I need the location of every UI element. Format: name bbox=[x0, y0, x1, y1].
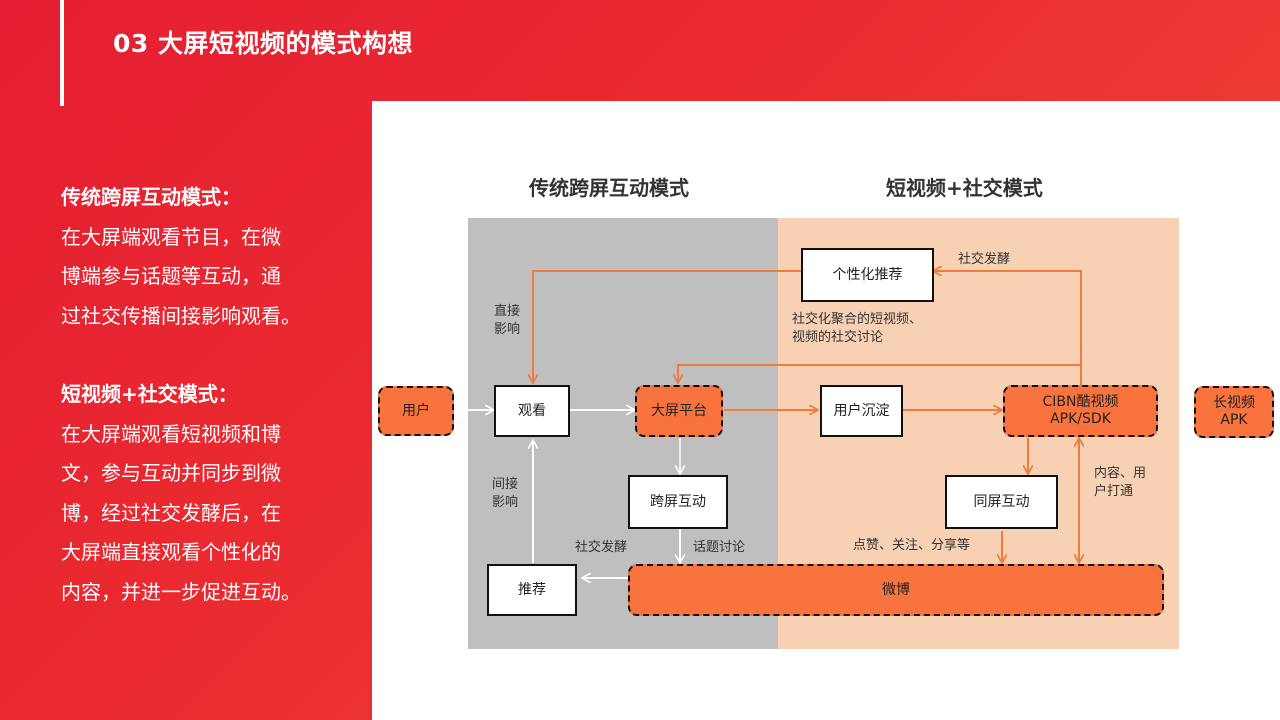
node-long-video-line2: APK bbox=[1220, 412, 1248, 428]
header-accent-bar bbox=[60, 0, 64, 106]
node-watch: 观看 bbox=[494, 385, 570, 437]
node-recommend: 推荐 bbox=[487, 564, 577, 616]
flow-diagram: 传统跨屏互动模式 短视频+社交模式 用户 观看 大屏平台 跨屏 bbox=[372, 101, 1280, 720]
mode1-heading: 传统跨屏互动模式： bbox=[61, 185, 241, 209]
label-social-ferment-left: 社交发酵 bbox=[575, 540, 628, 555]
mode2-line: 内容，并进一步促进互动。 bbox=[61, 579, 301, 604]
node-user: 用户 bbox=[378, 386, 454, 436]
node-same-screen-interaction: 同屏互动 bbox=[945, 475, 1058, 529]
left-column-title: 传统跨屏互动模式 bbox=[529, 176, 689, 200]
node-personalized-recommendation: 个性化推荐 bbox=[801, 248, 934, 302]
node-cross-screen-interaction: 跨屏互动 bbox=[628, 475, 728, 529]
node-cibn-apk: CIBN酷视频 APK/SDK bbox=[1003, 385, 1158, 437]
label-direct-influence: 直接影响 bbox=[494, 304, 521, 337]
label-like-follow-share: 点赞、关注、分享等 bbox=[853, 538, 971, 553]
node-cibn-line1: CIBN酷视频 bbox=[1042, 394, 1119, 410]
label-topic-discussion: 话题讨论 bbox=[693, 540, 746, 555]
flow-arrows bbox=[454, 101, 1280, 720]
page-title: 03 大屏短视频的模式构想 bbox=[113, 29, 413, 58]
node-long-video-line1: 长视频 bbox=[1213, 395, 1255, 411]
right-column-title: 短视频+社交模式 bbox=[886, 176, 1043, 200]
description-text: 传统跨屏互动模式： 在大屏端观看节目，在微 博端参与话题等互动，通 过社交传播间… bbox=[61, 178, 361, 612]
label-social-aggregation: 社交化聚合的短视频、视频的社交讨论 bbox=[792, 312, 923, 345]
mode2-line: 大屏端直接观看个性化的 bbox=[61, 540, 281, 564]
mode2-line: 博，经过社交发酵后，在 bbox=[61, 500, 281, 525]
node-long-video-apk: 长视频 APK bbox=[1194, 386, 1274, 438]
mode2-heading: 短视频+社交模式： bbox=[61, 382, 238, 406]
node-weibo: 微博 bbox=[628, 564, 1164, 616]
mode2-line: 文，参与互动并同步到微 bbox=[61, 461, 281, 485]
node-cibn-line2: APK/SDK bbox=[1050, 411, 1111, 427]
label-content-user-link: 内容、用户打通 bbox=[1094, 466, 1147, 499]
label-social-ferment-top: 社交发酵 bbox=[958, 252, 1011, 267]
mode1-line: 博端参与话题等互动，通 bbox=[61, 264, 281, 288]
mode1-line: 过社交传播间接影响观看。 bbox=[61, 303, 301, 328]
node-bigscreen-platform: 大屏平台 bbox=[635, 385, 723, 437]
label-indirect-influence: 间接影响 bbox=[492, 477, 519, 510]
mode2-line: 在大屏端观看短视频和博 bbox=[61, 421, 281, 446]
node-user-settlement: 用户沉淀 bbox=[820, 385, 903, 437]
mode1-line: 在大屏端观看节目，在微 bbox=[61, 224, 281, 249]
